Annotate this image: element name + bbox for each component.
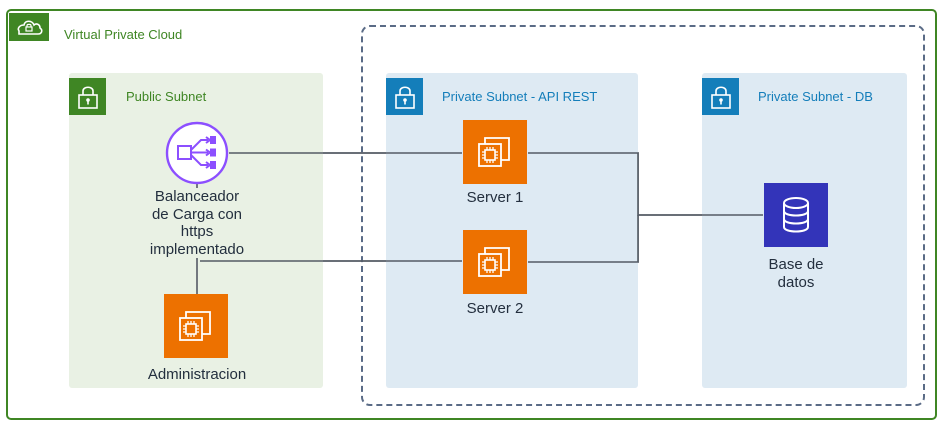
- ec2-instance-icon: [179, 311, 211, 341]
- ec2-instance-icon: [478, 137, 510, 167]
- vpc-title: Virtual Private Cloud: [64, 27, 183, 42]
- cloud-icon: [9, 13, 49, 41]
- lock-icon: [386, 78, 423, 115]
- lock-icon: [702, 78, 739, 115]
- server2-label: Server 2: [466, 300, 524, 317]
- load-balancer[interactable]: [164, 120, 230, 186]
- server1-instance[interactable]: [463, 120, 527, 184]
- admin-label: Administracion: [147, 366, 247, 383]
- server2-instance[interactable]: [463, 230, 527, 294]
- database-label: Base de datos: [768, 256, 824, 291]
- load-balancer-icon: [165, 121, 229, 185]
- ec2-instance-icon: [478, 247, 510, 277]
- admin-instance[interactable]: [164, 294, 228, 358]
- server1-label: Server 1: [466, 189, 524, 206]
- database-node[interactable]: [764, 183, 828, 247]
- public-subnet-title: Public Subnet: [126, 89, 207, 104]
- load-balancer-label: Balanceador de Carga con https implement…: [121, 188, 273, 258]
- api-subnet-title: Private Subnet - API REST: [442, 89, 598, 104]
- database-icon: [783, 197, 809, 233]
- vpc-group: [6, 9, 937, 420]
- lock-icon: [69, 78, 106, 115]
- private-area-group: [361, 25, 925, 406]
- db-subnet-title: Private Subnet - DB: [758, 89, 873, 104]
